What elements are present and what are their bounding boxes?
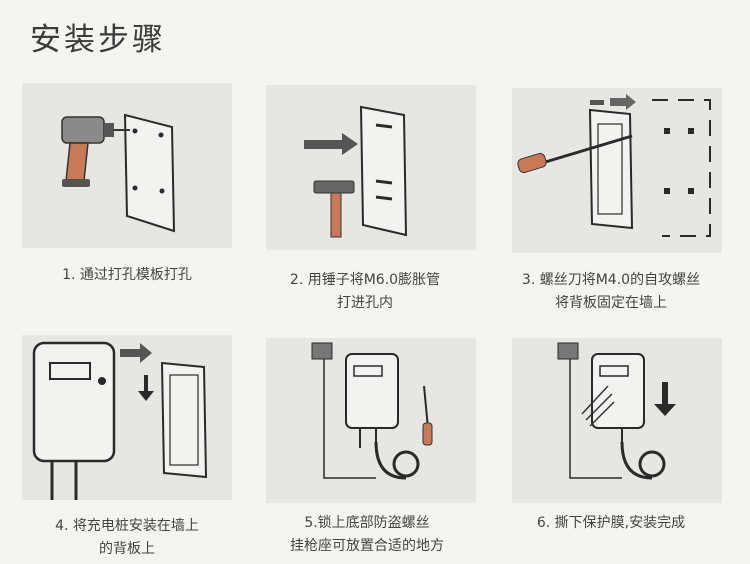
arrow-down-icon [138, 375, 154, 401]
arrow-right-icon [304, 133, 358, 155]
hammer-icon [313, 180, 355, 238]
step-1-illustration [22, 83, 232, 248]
step-6-caption: 6. 撕下保护膜,安装完成 [536, 515, 686, 531]
step-5-caption: 5.锁上底部防盗螺丝 挂枪座可放置合适的地方 [290, 515, 444, 554]
arrow-right-icon [120, 343, 152, 363]
step-2-illustration [266, 85, 476, 250]
page-title: 安装步骤 [30, 22, 166, 58]
step-3-illustration [512, 88, 722, 253]
step-2-caption: 2. 用锤子将M6.0膨胀管 打进孔内 [289, 272, 441, 311]
step-6-illustration [512, 338, 722, 503]
arrow-down-icon [654, 382, 676, 416]
step-4-illustration [22, 335, 232, 500]
drill-icon [61, 116, 130, 187]
step-3-caption: 3. 螺丝刀将M4.0的自攻螺丝 将背板固定在墙上 [521, 272, 701, 311]
step-4-caption: 4. 将充电桩安装在墙上 的背板上 [55, 518, 199, 557]
step-5-illustration [266, 338, 476, 503]
screwdriver-icon [422, 385, 433, 446]
step-1-caption: 1. 通过打孔模板打孔 [62, 267, 192, 283]
arrow-right-icon [590, 94, 636, 110]
screwdriver-icon [517, 134, 633, 174]
